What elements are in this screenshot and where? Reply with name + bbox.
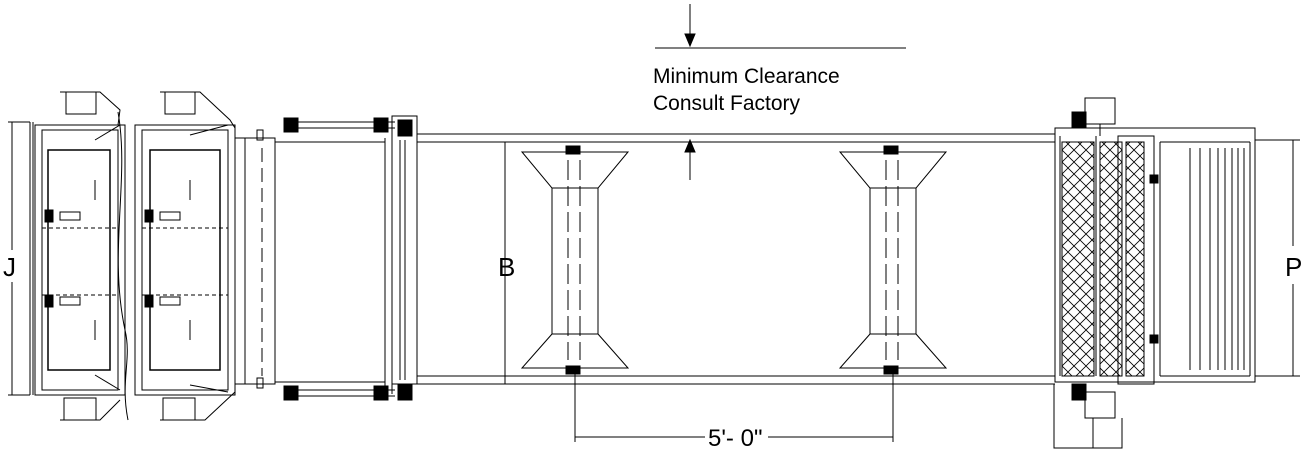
dimension-j-label: J xyxy=(3,252,16,282)
support-stand-left xyxy=(520,145,630,442)
support-stand-right xyxy=(838,145,948,442)
dimension-p-label: P xyxy=(1285,252,1302,282)
left-damper-assembly xyxy=(29,91,236,421)
support-spacing-label: 5'- 0" xyxy=(708,425,762,452)
main-duct xyxy=(417,133,1055,385)
filter-coil-section xyxy=(1053,97,1256,449)
clearance-callout xyxy=(655,4,906,180)
transition-section xyxy=(234,115,418,401)
clearance-note-line1: Minimum Clearance xyxy=(653,65,840,88)
dimension-j xyxy=(8,121,30,396)
dimension-b-label: B xyxy=(498,252,515,282)
clearance-note-line2: Consult Factory xyxy=(653,92,801,115)
dimension-p xyxy=(1255,139,1300,377)
